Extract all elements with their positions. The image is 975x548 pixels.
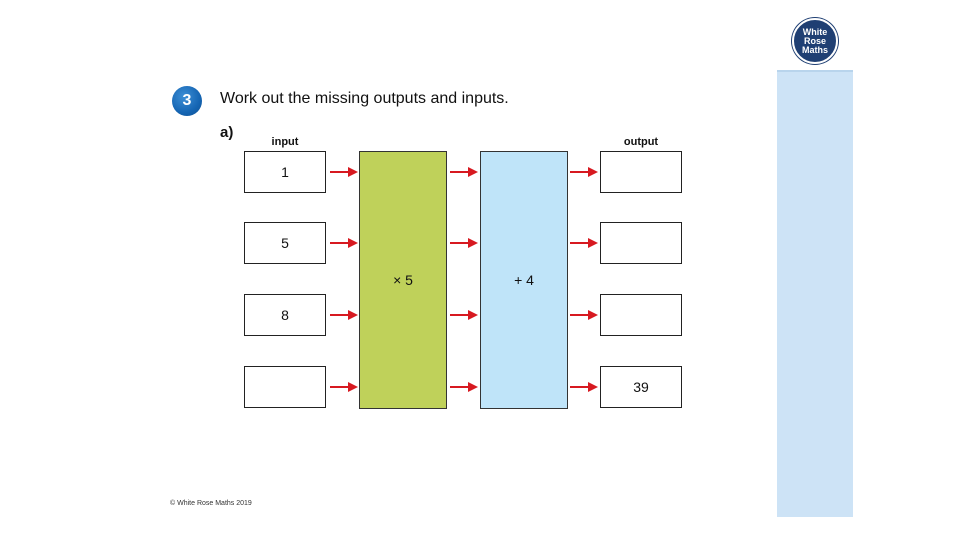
white-rose-maths-logo: White Rose Maths bbox=[792, 18, 838, 64]
logo-line-2: Rose bbox=[803, 35, 826, 46]
input-box-2[interactable]: 5 bbox=[244, 222, 326, 264]
arrow-right-icon bbox=[450, 238, 478, 248]
input-box-3[interactable]: 8 bbox=[244, 294, 326, 336]
output-box-1[interactable] bbox=[600, 151, 682, 193]
question-prompt: Work out the missing outputs and inputs. bbox=[220, 90, 509, 107]
output-box-2[interactable] bbox=[600, 222, 682, 264]
input-box-1[interactable]: 1 bbox=[244, 151, 326, 193]
arrow-right-icon bbox=[330, 238, 358, 248]
side-panel bbox=[777, 0, 853, 517]
logo-line-1: White bbox=[802, 26, 828, 37]
logo-line-3: Maths bbox=[801, 44, 828, 55]
arrow-right-icon bbox=[330, 310, 358, 320]
arrow-right-icon bbox=[450, 167, 478, 177]
part-label: a) bbox=[220, 124, 234, 141]
arrow-right-icon bbox=[450, 382, 478, 392]
question-number-badge: 3 bbox=[172, 86, 202, 116]
output-column-label: output bbox=[623, 136, 659, 148]
arrow-right-icon bbox=[570, 238, 598, 248]
copyright-footer: © White Rose Maths 2019 bbox=[170, 500, 252, 507]
arrow-right-icon bbox=[570, 167, 598, 177]
arrow-right-icon bbox=[330, 167, 358, 177]
output-box-3[interactable] bbox=[600, 294, 682, 336]
input-box-4[interactable] bbox=[244, 366, 326, 408]
side-panel-divider bbox=[777, 70, 853, 72]
arrow-right-icon bbox=[330, 382, 358, 392]
multiply-machine: × 5 bbox=[359, 151, 447, 409]
input-column-label: input bbox=[271, 136, 299, 148]
add-machine-label: + 4 bbox=[514, 272, 534, 288]
arrow-right-icon bbox=[450, 310, 478, 320]
arrow-right-icon bbox=[570, 382, 598, 392]
arrow-right-icon bbox=[570, 310, 598, 320]
add-machine: + 4 bbox=[480, 151, 568, 409]
output-box-4[interactable]: 39 bbox=[600, 366, 682, 408]
multiply-machine-label: × 5 bbox=[393, 272, 413, 288]
